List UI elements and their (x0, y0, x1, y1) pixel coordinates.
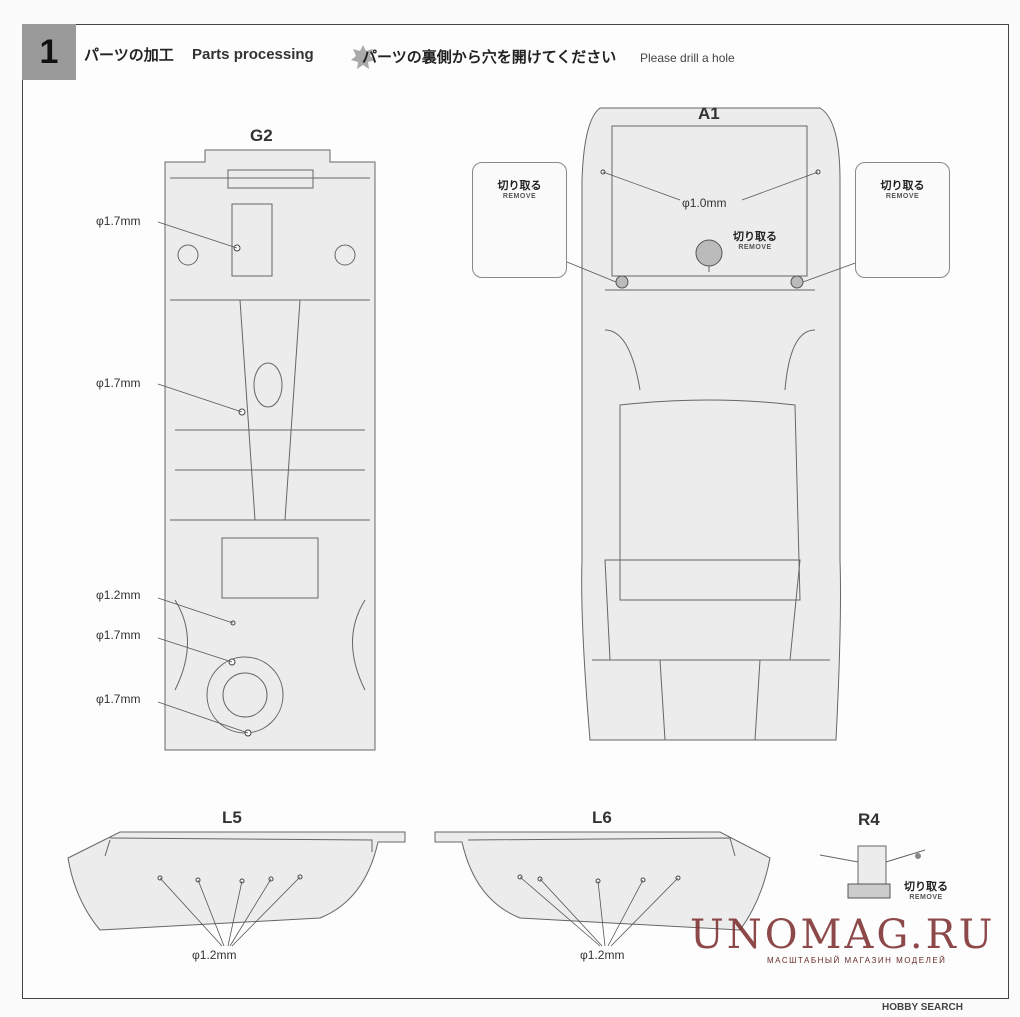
drill-note-jp: パーツの裏側から穴を開けてください (362, 48, 617, 66)
remove-box-left: 切り取る REMOVE (472, 162, 567, 278)
dim-l6: φ1.2mm (580, 948, 625, 962)
part-r4 (819, 845, 926, 899)
part-label-r4: R4 (858, 810, 880, 829)
remove-box-right: 切り取る REMOVE (855, 162, 950, 278)
part-g2-floor (157, 149, 376, 751)
remove-label-center-jp: 切り取る (733, 230, 777, 243)
drill-note-en: Please drill a hole (640, 51, 735, 65)
footer-credit: HOBBY SEARCH (882, 1002, 963, 1013)
dim-g2-4: φ1.7mm (96, 628, 141, 642)
remove-label-center-en: REMOVE (738, 244, 772, 251)
part-label-l6: L6 (592, 808, 612, 827)
part-l5 (67, 831, 406, 947)
part-label-l5: L5 (222, 808, 242, 827)
remove-label-en: REMOVE (502, 193, 537, 200)
watermark-logo: UNOMAG.RU (690, 912, 996, 958)
dim-g2-2: φ1.7mm (96, 376, 141, 390)
part-label-g2: G2 (250, 126, 273, 145)
step-number: 1 (22, 24, 76, 80)
step-title-en: Parts processing (192, 46, 314, 63)
dim-a1: φ1.0mm (682, 196, 727, 210)
dim-g2-1: φ1.7mm (96, 214, 141, 228)
dim-g2-5: φ1.7mm (96, 692, 141, 706)
part-l6 (434, 831, 771, 947)
remove-label-r4-en: REMOVE (909, 894, 943, 901)
part-a1-body (566, 107, 859, 741)
remove-label-jp: 切り取る (497, 179, 542, 192)
step-title-jp: パーツの加工 (84, 46, 174, 64)
drill-icon (351, 45, 375, 69)
dim-g2-3: φ1.2mm (96, 588, 141, 602)
remove-label-en: REMOVE (885, 193, 920, 200)
watermark-tagline: МАСШТАБНЫЙ МАГАЗИН МОДЕЛЕЙ (767, 956, 947, 965)
dim-l5: φ1.2mm (192, 948, 237, 962)
remove-label-jp: 切り取る (880, 179, 925, 192)
remove-label-r4-jp: 切り取る (904, 880, 948, 893)
part-label-a1: A1 (698, 104, 720, 123)
